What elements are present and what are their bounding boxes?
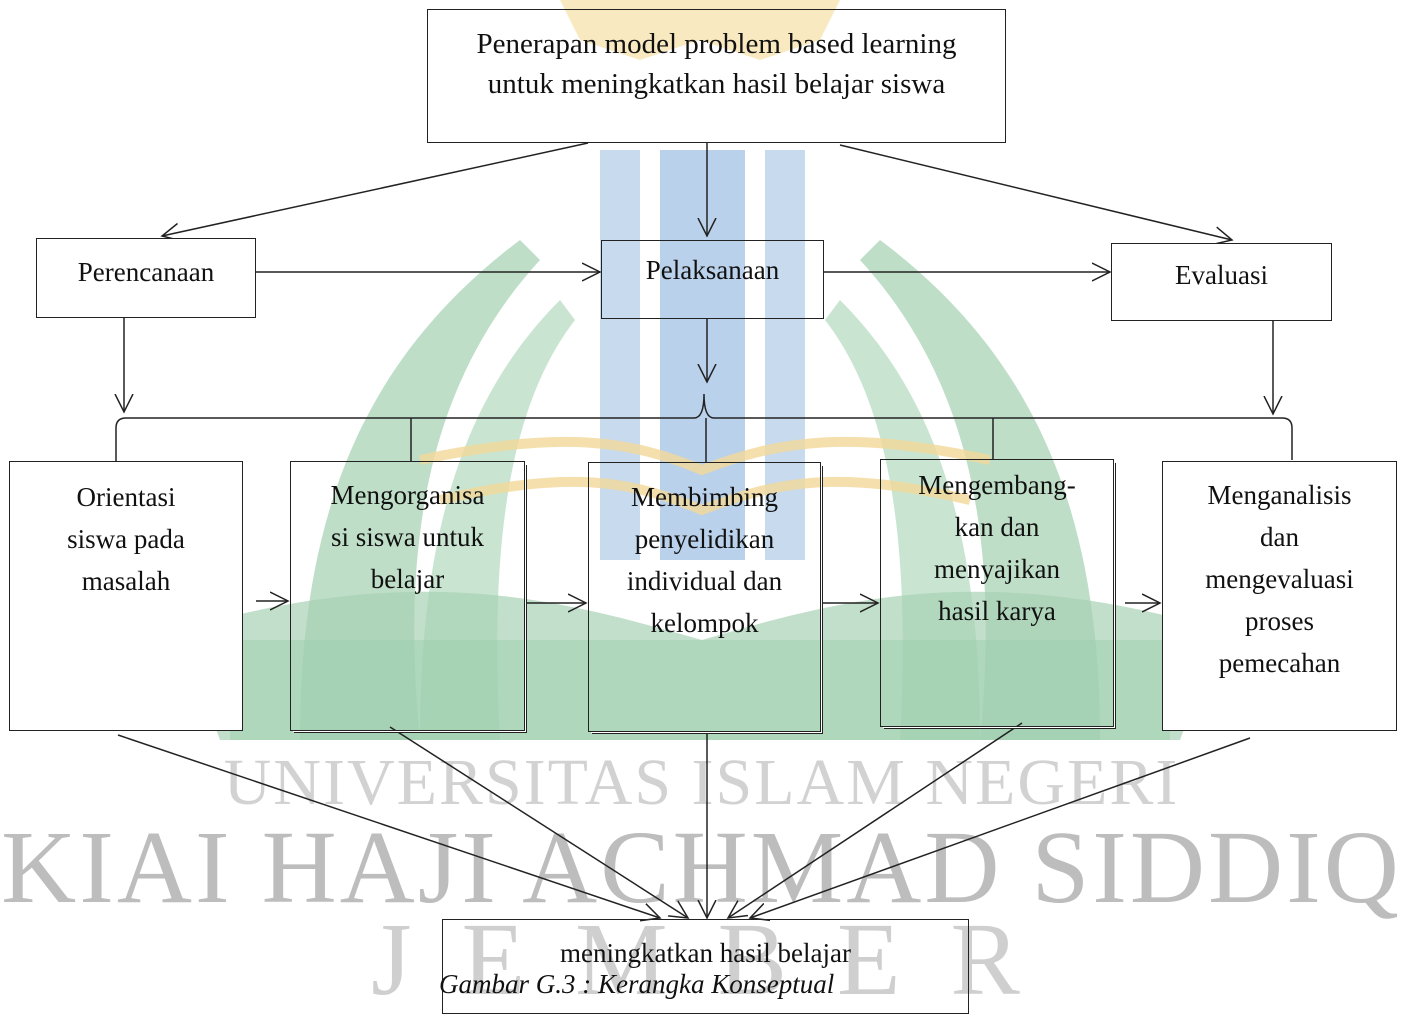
step-menganalisis-label: Menganalisis dan mengevaluasi proses pem… bbox=[1205, 480, 1354, 678]
box-step-orientasi: Orientasi siswa pada masalah bbox=[9, 461, 243, 731]
watermark-jember-text: J E M B E R bbox=[371, 902, 1032, 1017]
arrow-step4-to-bottom bbox=[728, 722, 1023, 918]
arrow-top-to-plan bbox=[162, 142, 589, 236]
step-mengorganisasi-label: Mengorganisa si siswa untuk belajar bbox=[330, 480, 485, 594]
box-step-membimbing: Membimbing penyelidikan individual dan k… bbox=[588, 462, 821, 732]
brace bbox=[115, 393, 1293, 466]
box-step-menganalisis: Menganalisis dan mengevaluasi proses pem… bbox=[1162, 461, 1397, 731]
step-orientasi-label: Orientasi siswa pada masalah bbox=[67, 482, 185, 596]
box-step-mengembangkan: Mengembang- kan dan menyajikan hasil kar… bbox=[880, 459, 1114, 727]
step-mengembangkan-label: Mengembang- kan dan menyajikan hasil kar… bbox=[918, 470, 1076, 626]
box-problem-based-learning-label: Penerapan model problem based learning u… bbox=[476, 28, 957, 100]
box-step-mengorganisasi: Mengorganisa si siswa untuk belajar bbox=[290, 461, 525, 731]
box-problem-based-learning: Penerapan model problem based learning u… bbox=[427, 9, 1006, 143]
box-pelaksanaan-label: Pelaksanaan bbox=[645, 255, 780, 285]
arrow-step1-to-bottom bbox=[117, 734, 660, 918]
box-perencanaan: Perencanaan bbox=[36, 238, 256, 318]
box-evaluasi-label: Evaluasi bbox=[1175, 260, 1268, 290]
arrow-step2-to-bottom bbox=[389, 726, 688, 918]
box-evaluasi: Evaluasi bbox=[1111, 243, 1332, 321]
watermark-university-text: UNIVERSITAS ISLAM NEGERI bbox=[223, 746, 1180, 819]
figure-caption: Gambar G.3 : Kerangka Konseptual bbox=[439, 969, 835, 999]
box-pelaksanaan: Pelaksanaan bbox=[601, 240, 824, 319]
step-membimbing-label: Membimbing penyelidikan individual dan k… bbox=[626, 482, 783, 638]
box-hasil-belajar-label: meningkatkan hasil belajar bbox=[560, 938, 851, 968]
arrow-top-to-eval bbox=[839, 144, 1232, 240]
arrow-step5-to-bottom bbox=[750, 737, 1251, 918]
box-perencanaan-label: Perencanaan bbox=[77, 257, 215, 287]
